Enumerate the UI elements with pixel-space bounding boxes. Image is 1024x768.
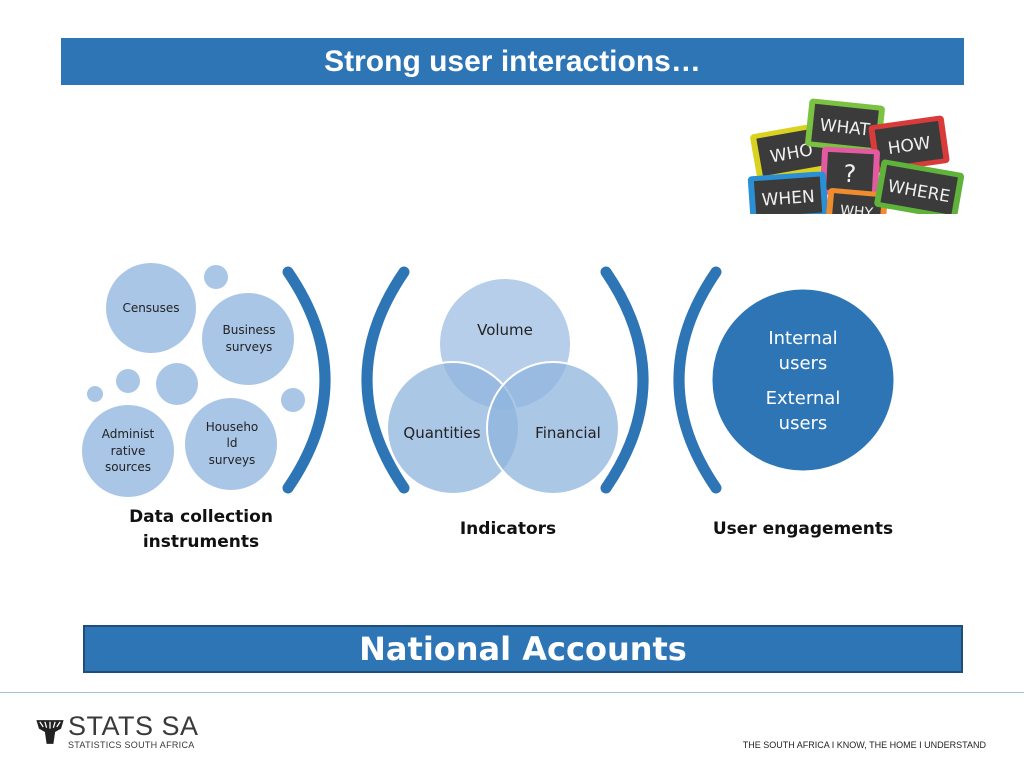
small-bubble	[281, 388, 305, 412]
administrative-sources-label-line3: sources	[105, 460, 151, 474]
internal-users-line2: users	[779, 353, 828, 374]
stats-sa-name: STATS SA	[68, 711, 199, 741]
user-engagement-circle-group: Internal users External users	[709, 286, 897, 474]
footer	[0, 693, 1024, 768]
user-engagements-caption: User engagements	[712, 519, 894, 539]
indicators-caption: Indicators	[459, 519, 557, 539]
framework-diagram: Censuses Business surveys Househo ld sur…	[82, 263, 897, 497]
small-bubble	[204, 265, 228, 289]
business-surveys-bubble	[202, 293, 294, 385]
stats-sa-logo-icon	[36, 720, 64, 744]
administrative-sources-label-line2: rative	[111, 444, 146, 458]
indicators-venn: Volume Quantities Financial	[386, 277, 620, 495]
opening-bracket-arc-right	[673, 266, 722, 494]
quantities-label: Quantities	[403, 424, 480, 442]
word-why: WHY	[839, 203, 874, 214]
title-bar: Strong user interactions…	[61, 38, 964, 85]
censuses-bubble	[106, 263, 196, 353]
household-surveys-label-line3: surveys	[209, 453, 256, 467]
word-question: ?	[843, 160, 857, 189]
censuses-label: Censuses	[122, 301, 179, 315]
internal-users-line1: Internal	[768, 328, 837, 349]
business-surveys-label-line2: surveys	[226, 340, 273, 354]
slide-title: Strong user interactions…	[324, 44, 701, 78]
data-collection-caption-line1: Data collection	[129, 507, 273, 527]
question-chalkboards-image: WHO WHAT HOW ? WHEN WHY WHERE	[745, 96, 965, 214]
data-collection-cluster: Censuses Business surveys Househo ld sur…	[82, 263, 305, 497]
volume-label: Volume	[477, 321, 533, 339]
data-collection-caption-line2: instruments	[142, 532, 260, 552]
household-surveys-bubble	[185, 398, 277, 490]
external-users-line1: External	[766, 388, 841, 409]
national-accounts-banner: National Accounts	[83, 625, 963, 673]
financial-circle	[486, 361, 620, 495]
opening-bracket-arc-middle	[361, 266, 410, 494]
closing-bracket-arc-left	[282, 266, 331, 494]
business-surveys-label-line1: Business	[223, 323, 276, 337]
household-surveys-label-line2: ld	[227, 436, 238, 450]
word-when: WHEN	[761, 187, 815, 211]
closing-bracket-arc-middle	[600, 266, 649, 494]
stats-sa-subtitle: STATISTICS SOUTH AFRICA	[68, 740, 195, 750]
footer-divider	[0, 692, 1024, 693]
national-accounts-label: National Accounts	[359, 630, 687, 668]
small-bubble	[156, 363, 198, 405]
data-collection-caption: Data collection instruments	[111, 505, 291, 555]
household-surveys-label-line1: Househo	[206, 420, 259, 434]
external-users-line2: users	[779, 413, 828, 434]
financial-label: Financial	[535, 424, 601, 442]
administrative-sources-bubble	[82, 405, 174, 497]
small-bubble	[116, 369, 140, 393]
administrative-sources-label-line1: Administ	[102, 427, 155, 441]
small-bubble	[87, 386, 103, 402]
users-circle	[709, 286, 897, 474]
footer-tagline: THE SOUTH AFRICA I KNOW, THE HOME I UNDE…	[742, 740, 986, 750]
